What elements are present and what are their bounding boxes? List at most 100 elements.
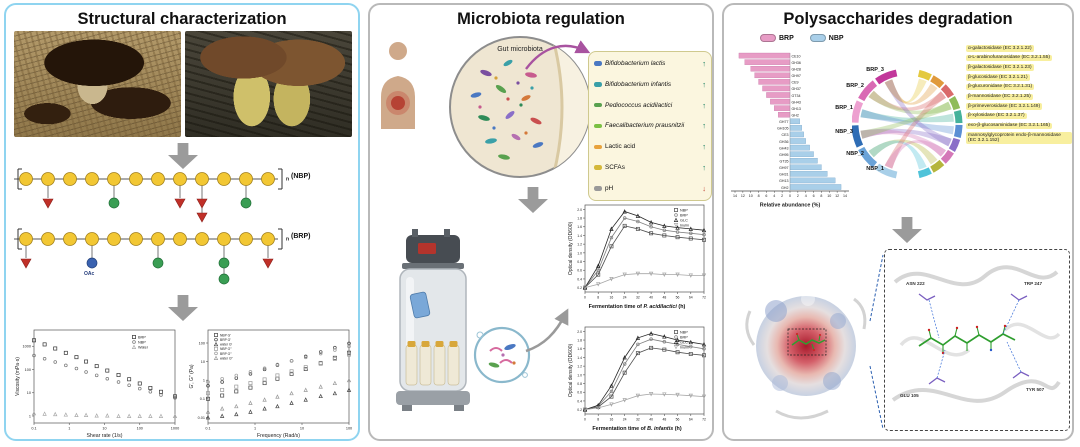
magnifier-bacteria-bubble <box>473 326 531 384</box>
svg-text:100: 100 <box>346 427 352 431</box>
effect-row: Faecalibacterium prausnitzii ↑ <box>594 121 706 130</box>
svg-text:40: 40 <box>649 296 653 300</box>
effect-label: pH <box>605 184 614 192</box>
scfa-icon <box>594 165 602 170</box>
effect-label: Pediococcus acidilactici <box>605 101 673 109</box>
svg-text:GH2: GH2 <box>792 114 799 118</box>
svg-text:8: 8 <box>597 296 599 300</box>
svg-text:2.0: 2.0 <box>577 208 582 212</box>
effect-label: SCFAs <box>605 164 625 172</box>
bacteria-icon <box>594 102 602 108</box>
enzyme-label: α-galactosidase (EC 3.2.1.22) <box>966 45 1034 52</box>
fermenter-illustration <box>396 229 470 411</box>
svg-text:32: 32 <box>636 418 640 422</box>
svg-text:CE9: CE9 <box>792 81 799 85</box>
chord-group-label: BRP_3 <box>866 67 884 73</box>
zoom-connector-lines <box>869 254 884 430</box>
glucose-backbone <box>19 232 275 246</box>
nbp-structure-diagram <box>14 168 283 223</box>
residue-label: ASN 222 <box>906 281 925 286</box>
svg-text:6: 6 <box>813 194 815 198</box>
svg-text:0: 0 <box>584 418 586 422</box>
svg-text:48: 48 <box>662 296 666 300</box>
svg-text:6: 6 <box>765 194 767 198</box>
svg-text:48: 48 <box>662 418 666 422</box>
svg-text:24: 24 <box>623 418 627 422</box>
gh-abundance-chart: CE10GH36GH28GH97CE9GH37GT34GH43GH13GH2GH… <box>731 52 849 209</box>
enzyme-label: β-mannosidase (EC 3.2.1.25) <box>966 93 1033 101</box>
legend-label: NBP <box>828 34 844 42</box>
svg-text:1000: 1000 <box>171 427 179 431</box>
down-arrow-icon <box>892 217 922 243</box>
enzyme-label: β-primeverosidase (EC 3.2.1.149) <box>966 103 1043 110</box>
brp-structure-diagram <box>14 228 283 285</box>
svg-text:BRP G″: BRP G″ <box>220 352 232 356</box>
svg-text:water G″: water G″ <box>220 356 234 360</box>
effect-row: SCFAs ↑ <box>594 163 706 172</box>
sample-bottles <box>405 341 460 386</box>
effect-label: Bifidobacterium infantis <box>605 80 672 88</box>
pacidilactici-xlabel: Fermentation time of P. acidilactici (h) <box>588 304 686 310</box>
svg-text:10: 10 <box>27 391 31 395</box>
gut-microbiota-circle: Gut microbiota <box>449 36 591 178</box>
svg-text:8: 8 <box>758 194 760 198</box>
svg-text:GH43: GH43 <box>779 146 788 150</box>
svg-text:0.2: 0.2 <box>577 408 582 412</box>
effect-row: Bifidobacterium lactis ↑ <box>594 59 706 68</box>
svg-text:NBP G″: NBP G″ <box>220 347 232 351</box>
svg-text:Frequency (Rad/s): Frequency (Rad/s) <box>257 433 300 439</box>
svg-text:64: 64 <box>689 418 693 422</box>
active-site-zoom-box <box>884 249 1070 431</box>
svg-text:GT34: GT34 <box>792 94 801 98</box>
svg-text:1.0: 1.0 <box>577 251 582 255</box>
svg-text:10: 10 <box>749 194 753 198</box>
mushroom-photo-right <box>185 31 352 137</box>
svg-text:Inulin: Inulin <box>680 223 689 227</box>
svg-text:GH105: GH105 <box>777 127 788 131</box>
svg-text:GH37: GH37 <box>792 87 801 91</box>
enzyme-label: β-glucuronidase (EC 3.2.1.31) <box>966 83 1035 91</box>
effect-label: Lactic acid <box>605 143 636 151</box>
nbp-label: n (NBP) <box>286 173 311 183</box>
chord-group-label: NBP_3 <box>835 129 853 135</box>
svg-text:BRP: BRP <box>138 335 146 339</box>
svg-text:Optical density (OD600): Optical density (OD600) <box>568 343 574 397</box>
svg-text:CE3: CE3 <box>782 133 789 137</box>
svg-text:12: 12 <box>741 194 745 198</box>
effect-label: Bifidobacterium lactis <box>605 60 666 67</box>
svg-text:GH13: GH13 <box>779 179 788 183</box>
svg-text:10: 10 <box>827 194 831 198</box>
effect-row: Bifidobacterium infantis ↑ <box>594 80 706 89</box>
svg-text:GH2: GH2 <box>781 186 788 190</box>
mushroom-photo-left <box>14 31 181 137</box>
chord-group-label: NBP_1 <box>866 166 884 172</box>
svg-text:0.8: 0.8 <box>577 382 582 386</box>
ligand-sticks <box>918 324 1016 355</box>
svg-text:GH95: GH95 <box>779 153 788 157</box>
brp-color-chip <box>760 34 776 42</box>
enzyme-label: α-L-arabinofuranosidase (EC 3.2.1.55) <box>966 54 1052 62</box>
svg-text:Inulin: Inulin <box>680 345 689 349</box>
up-arrow-icon: ↑ <box>702 100 706 110</box>
residue-sticks <box>918 293 1030 385</box>
svg-text:0.1: 0.1 <box>31 427 36 431</box>
svg-text:100: 100 <box>199 341 205 345</box>
svg-text:56: 56 <box>676 296 680 300</box>
svg-text:1: 1 <box>68 427 70 431</box>
svg-text:BRP G′: BRP G′ <box>220 338 231 342</box>
svg-text:56: 56 <box>676 418 680 422</box>
svg-text:GH36: GH36 <box>779 140 788 144</box>
enzyme-label: β-xylosidase (EC 3.2.1.37) <box>966 112 1027 120</box>
down-arrow-icon <box>168 295 198 321</box>
svg-text:1.4: 1.4 <box>577 356 582 360</box>
svg-text:24: 24 <box>623 296 627 300</box>
bound-ligand <box>787 328 827 356</box>
svg-text:GH31: GH31 <box>779 173 788 177</box>
svg-text:0.8: 0.8 <box>577 260 582 264</box>
chord-group-label: NBP_2 <box>846 151 864 157</box>
oac-label: OAc <box>84 271 95 277</box>
svg-text:GT35: GT35 <box>780 160 789 164</box>
